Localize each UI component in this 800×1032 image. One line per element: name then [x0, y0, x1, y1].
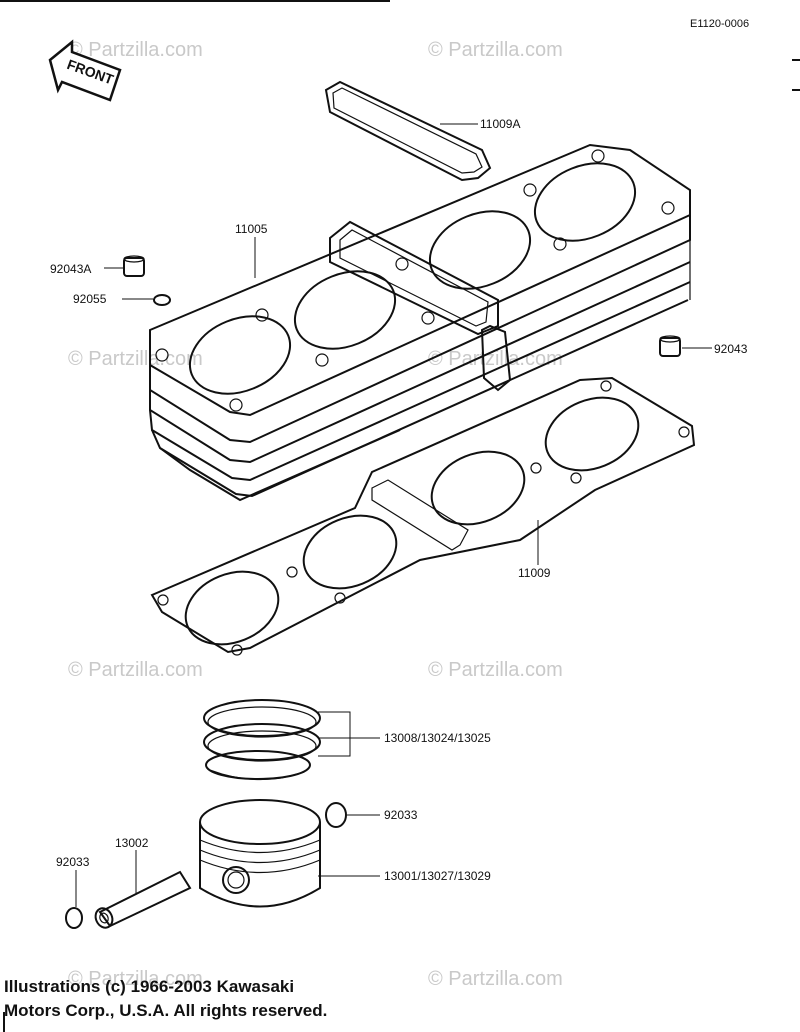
- label-92033-left: 92033: [56, 855, 90, 869]
- watermark: © Partzilla.com: [68, 968, 203, 990]
- circlip-left: [65, 907, 83, 929]
- label-92043A: 92043A: [50, 262, 91, 276]
- label-92055: 92055: [73, 292, 107, 306]
- diagram-code: E1120-0006: [690, 18, 749, 30]
- watermark: © Partzilla.com: [68, 348, 203, 370]
- watermark-group: © Partzilla.com © Partzilla.com © Partzi…: [68, 39, 563, 990]
- label-92033-right: 92033: [384, 808, 418, 822]
- label-92043: 92043: [714, 342, 748, 356]
- dowel-pin-92043: [659, 335, 681, 357]
- dowel-pin-92043A: [123, 255, 145, 277]
- watermark: © Partzilla.com: [68, 39, 203, 61]
- label-13008: 13008/13024/13025: [384, 731, 491, 745]
- watermark: © Partzilla.com: [428, 968, 563, 990]
- copyright-line-1: Illustrations (c) 1966-2003 Kawasaki: [4, 977, 295, 996]
- piston-pin: [94, 870, 192, 929]
- o-ring-92055: [153, 294, 171, 306]
- copyright-line-2: Motors Corp., U.S.A. All rights reserved…: [4, 1001, 328, 1020]
- watermark: © Partzilla.com: [428, 39, 563, 61]
- label-11009: 11009: [518, 566, 551, 580]
- piston-ring-set: [203, 699, 321, 781]
- label-13002: 13002: [115, 836, 149, 850]
- watermark: © Partzilla.com: [68, 659, 203, 681]
- label-13001: 13001/13027/13029: [384, 869, 491, 883]
- watermark: © Partzilla.com: [428, 659, 563, 681]
- label-11009A: 11009A: [480, 117, 520, 131]
- cylinder-block: [149, 143, 691, 502]
- base-gasket: [150, 376, 696, 656]
- copyright-notice: Illustrations (c) 1966-2003 Kawasaki Mot…: [4, 975, 424, 1023]
- piston: [199, 799, 321, 908]
- label-11005: 11005: [235, 222, 268, 236]
- circlip-right: [325, 802, 347, 828]
- head-cover-gasket: [324, 80, 492, 182]
